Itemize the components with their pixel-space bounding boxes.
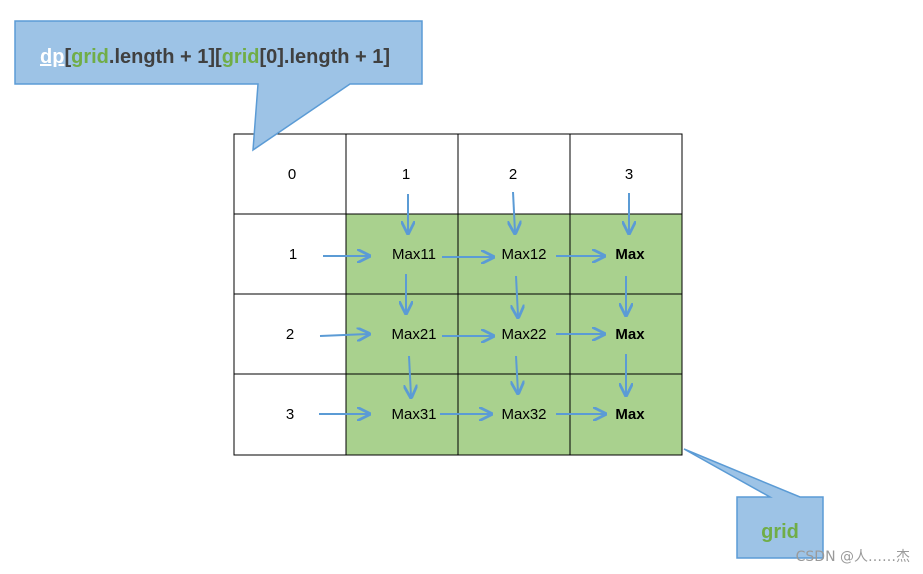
table-cells: 0 1 2 3 1 Max11 Max12 Max 2 Max21 Max22 … [286,166,645,423]
callout-top-text: dp[grid.length + 1][grid[0].length + 1] [40,46,390,68]
arrows [319,191,629,414]
arrow-down [516,275,518,316]
callout-seg-1: [ [64,46,71,68]
arrow-down [516,355,518,392]
cell-1-2: Max12 [501,246,546,263]
cell-0-3: 3 [625,166,633,183]
cell-3-1: Max31 [391,406,436,423]
cell-3-2: Max32 [501,406,546,423]
grid-region [346,214,682,455]
cell-1-3: Max [615,246,645,263]
cell-1-0: 1 [289,246,297,263]
cell-3-0: 3 [286,406,294,423]
table-lines [233,133,683,456]
callout-bottom-text: grid [761,521,799,543]
arrow-right [319,334,368,336]
callout-seg-dp: dp [40,46,64,68]
callout-seg-5: [0].length + 1] [259,46,390,68]
callout-bottom-shape [683,448,824,559]
cell-1-1: Max11 [392,246,436,263]
cell-2-1: Max21 [391,326,436,343]
cell-2-3: Max [615,326,645,343]
cell-2-0: 2 [286,326,294,343]
callout-seg-3: .length + 1][ [109,46,222,68]
cell-3-3: Max [615,406,645,423]
callout-seg-grid1: grid [71,46,109,68]
cell-0-1: 1 [402,166,410,183]
watermark: CSDN @人……杰 [796,549,910,565]
callout-seg-grid2: grid [222,46,260,68]
cell-0-2: 2 [509,166,517,183]
callout-top-shape [14,20,423,152]
cell-2-2: Max22 [501,326,546,343]
cell-0-0: 0 [288,166,296,183]
arrow-down [409,355,411,396]
arrow-down [513,191,515,232]
